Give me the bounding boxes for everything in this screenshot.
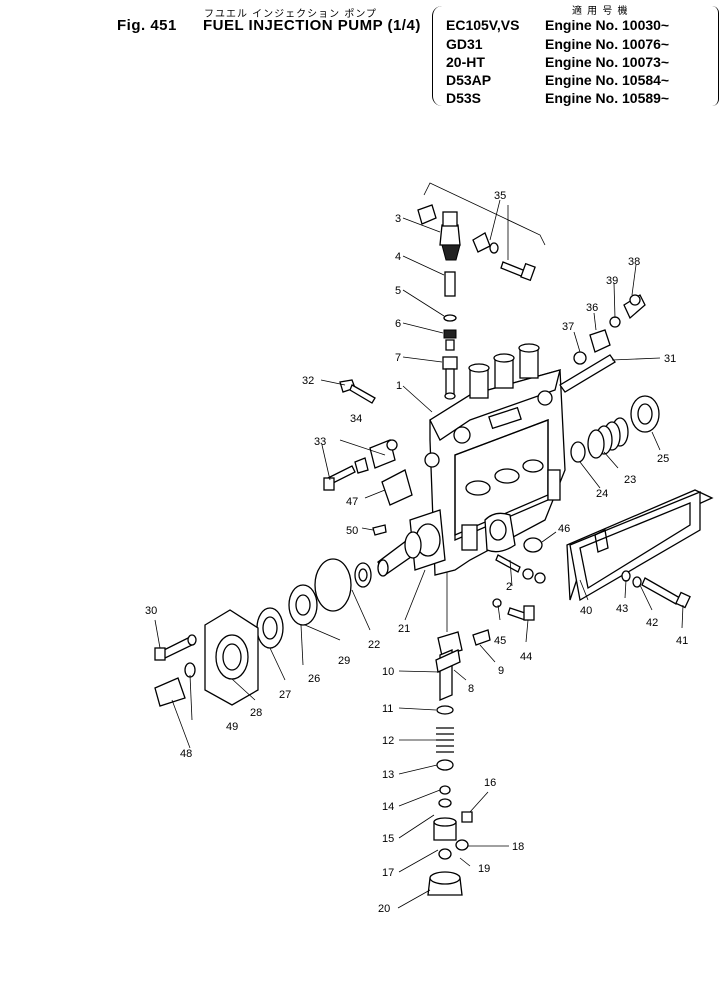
callout-47: 47 <box>346 496 358 508</box>
callout-43: 43 <box>616 603 628 615</box>
figure-title: FUEL INJECTION PUMP (1/4) <box>203 17 421 34</box>
callout-29: 29 <box>338 655 350 667</box>
callout-31: 31 <box>664 353 676 365</box>
callout-41: 41 <box>676 635 688 647</box>
callout-37: 37 <box>562 321 574 333</box>
bearing-housing <box>154 584 318 707</box>
callout-labels: 1 2 3 4 5 6 7 8 9 10 11 12 13 14 15 16 1… <box>145 190 688 915</box>
callout-33: 33 <box>314 436 326 448</box>
callout-34: 34 <box>350 413 362 425</box>
callout-1: 1 <box>396 380 402 392</box>
callout-11: 11 <box>382 703 393 715</box>
model-row: D53AP Engine No. 10584~ <box>438 72 718 90</box>
callout-40: 40 <box>580 605 592 617</box>
side-cover <box>566 489 714 609</box>
model-row: 20-HT Engine No. 10073~ <box>438 54 718 72</box>
callout-21: 21 <box>398 623 410 635</box>
callout-39: 39 <box>606 275 618 287</box>
model-name: EC105V,VS <box>446 17 520 33</box>
callout-45: 45 <box>494 635 506 647</box>
callout-20: 20 <box>378 903 390 915</box>
callout-50: 50 <box>346 525 358 537</box>
applicable-models-label: 適 用 号 機 <box>572 6 629 17</box>
callout-30: 30 <box>145 605 157 617</box>
plunger-stack <box>427 537 546 896</box>
lever-parts <box>559 294 646 393</box>
models-bracket <box>432 6 443 106</box>
spring-set <box>570 395 660 463</box>
callout-44: 44 <box>520 651 532 663</box>
engine-number: Engine No. 10584~ <box>545 72 670 88</box>
callout-13: 13 <box>382 769 394 781</box>
callout-35: 35 <box>494 190 506 202</box>
callout-46: 46 <box>558 523 570 535</box>
callout-6: 6 <box>395 318 401 330</box>
callout-16: 16 <box>484 777 496 789</box>
model-name: D53S <box>446 90 482 106</box>
callout-32: 32 <box>302 375 314 387</box>
callout-14: 14 <box>382 801 394 813</box>
callout-42: 42 <box>646 617 658 629</box>
camshaft-and-seals <box>314 531 422 612</box>
callout-49: 49 <box>226 721 238 733</box>
engine-number: Engine No. 10030~ <box>545 17 670 33</box>
callout-19: 19 <box>478 863 490 875</box>
callout-24: 24 <box>596 488 608 500</box>
figure-number: Fig. 451 <box>117 17 177 34</box>
callout-9: 9 <box>498 665 504 677</box>
callout-4: 4 <box>395 251 401 263</box>
callout-18: 18 <box>512 841 524 853</box>
callout-8: 8 <box>468 683 474 695</box>
callout-5: 5 <box>395 285 401 297</box>
engine-number: Engine No. 10589~ <box>545 90 670 106</box>
model-row: D53S Engine No. 10589~ <box>438 90 718 108</box>
models-bracket-right <box>712 6 719 106</box>
callout-17: 17 <box>382 867 394 879</box>
callout-2: 2 <box>506 581 512 593</box>
engine-number: Engine No. 10076~ <box>545 36 670 52</box>
model-name: D53AP <box>446 72 492 88</box>
callout-23: 23 <box>624 474 636 486</box>
japanese-title: フユエル インジェクション ポンプ <box>204 9 378 20</box>
callout-25: 25 <box>657 453 669 465</box>
callout-48: 48 <box>180 748 192 760</box>
model-name: 20-HT <box>446 54 485 70</box>
callout-10: 10 <box>382 666 394 678</box>
model-row: GD31 Engine No. 10076~ <box>438 36 718 54</box>
callout-38: 38 <box>628 256 640 268</box>
callout-27: 27 <box>279 689 291 701</box>
pump-housing <box>409 343 566 576</box>
left-small-parts <box>323 379 413 536</box>
model-row: EC105V,VS Engine No. 10030~ <box>438 17 718 35</box>
nozzle-stack <box>417 204 461 400</box>
callout-26: 26 <box>308 673 320 685</box>
callout-3: 3 <box>395 213 401 225</box>
engine-number: Engine No. 10073~ <box>545 54 670 70</box>
callout-15: 15 <box>382 833 394 845</box>
callout-22: 22 <box>368 639 380 651</box>
callout-7: 7 <box>395 352 401 364</box>
callout-28: 28 <box>250 707 262 719</box>
callout-12: 12 <box>382 735 394 747</box>
callout-36: 36 <box>586 302 598 314</box>
bracket-bolt-set <box>423 182 546 282</box>
model-name: GD31 <box>446 36 483 52</box>
leader-lines <box>154 199 684 909</box>
